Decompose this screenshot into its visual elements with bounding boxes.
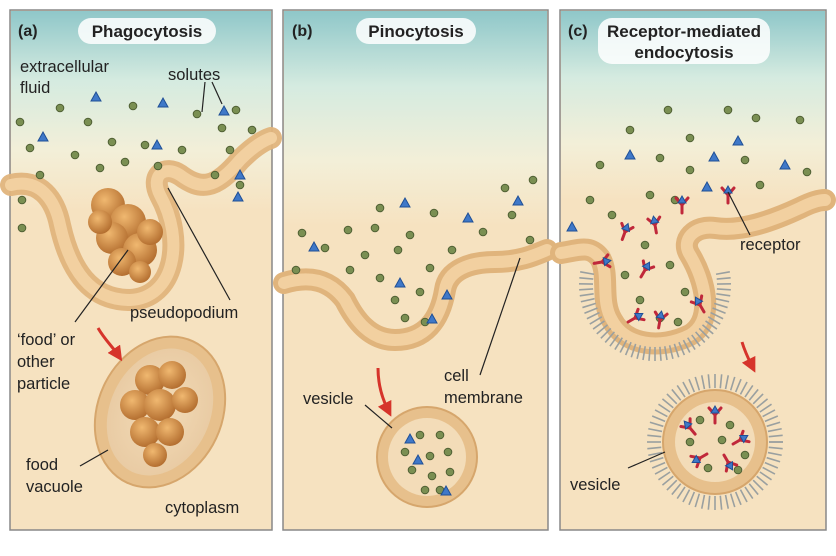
leaders-a: [74, 81, 231, 467]
food-particle: [88, 188, 163, 283]
label-pseudopodium: pseudopodium: [130, 304, 238, 322]
label-receptor: receptor: [740, 236, 801, 254]
label-vesicle-c: vesicle: [570, 476, 620, 494]
label-fluid: fluid: [20, 79, 50, 97]
label-vesicle-b: vesicle: [303, 390, 353, 408]
receptor-icon: [679, 417, 697, 436]
receptor-icon: [674, 194, 690, 215]
label-membrane: membrane: [444, 389, 523, 407]
label-food-1: ‘food’ or: [17, 331, 76, 349]
receptor-icon: [620, 221, 635, 242]
panel-receptor-mediated: (c) Receptor-mediated endocytosis recept…: [550, 9, 836, 531]
solutes-c: [585, 105, 812, 327]
receptor-icon: [639, 259, 656, 279]
receptor-icon: [653, 310, 669, 330]
title-bubble-b: [356, 18, 476, 44]
receptor-icon: [646, 215, 662, 235]
receptor-icon: [689, 294, 706, 314]
panel-title-a: Phagocytosis: [92, 22, 203, 41]
panel-letter-c: (c): [568, 23, 588, 40]
panel-title-c-1: Receptor-mediated: [607, 22, 761, 41]
panel-pinocytosis: (b) Pinocytosis vesicle cell membrane: [273, 9, 558, 531]
receptor-icon: [707, 404, 723, 425]
label-food-3: particle: [17, 375, 70, 393]
solutes-a: [15, 101, 257, 233]
receptor-icon: [592, 253, 612, 269]
title-bubble-a: [78, 18, 216, 44]
panel-title-b: Pinocytosis: [368, 22, 463, 41]
food-vacuole: [93, 335, 227, 489]
vesicle-b: [376, 406, 478, 508]
label-vacuole-2: vacuole: [26, 478, 83, 496]
receptor-icon: [731, 429, 751, 446]
label-cytoplasm: cytoplasm: [165, 499, 239, 517]
arrow-a: [96, 327, 123, 362]
panel-phagocytosis: (a) Phagocytosis extracellular fluid sol…: [0, 9, 282, 531]
triangles-a: [37, 90, 246, 202]
triangles-c: [566, 134, 791, 232]
panel-letter-a: (a): [18, 23, 38, 40]
receptor-icon: [720, 184, 736, 205]
receptor-icon: [722, 453, 739, 473]
leaders-b: [364, 257, 521, 429]
vesicle-c: [647, 374, 783, 510]
label-solutes: solutes: [168, 66, 220, 84]
panel-title-c-2: endocytosis: [634, 43, 733, 62]
label-cell: cell: [444, 367, 469, 385]
receptor-icon: [689, 452, 709, 469]
triangles-b: [308, 194, 524, 324]
receptor-icon: [626, 307, 646, 324]
panel-letter-b: (b): [292, 23, 312, 40]
solutes-b: [291, 175, 538, 327]
arrow-b: [376, 367, 392, 417]
label-vacuole-1: food: [26, 456, 58, 474]
coated-pit: [578, 271, 732, 361]
label-extracellular: extracellular: [20, 58, 109, 76]
receptors-c: [592, 184, 736, 330]
leaders-c: [627, 191, 751, 469]
title-bubble-c: [598, 18, 770, 64]
label-food-2: other: [17, 353, 55, 371]
arrow-c: [740, 341, 756, 373]
